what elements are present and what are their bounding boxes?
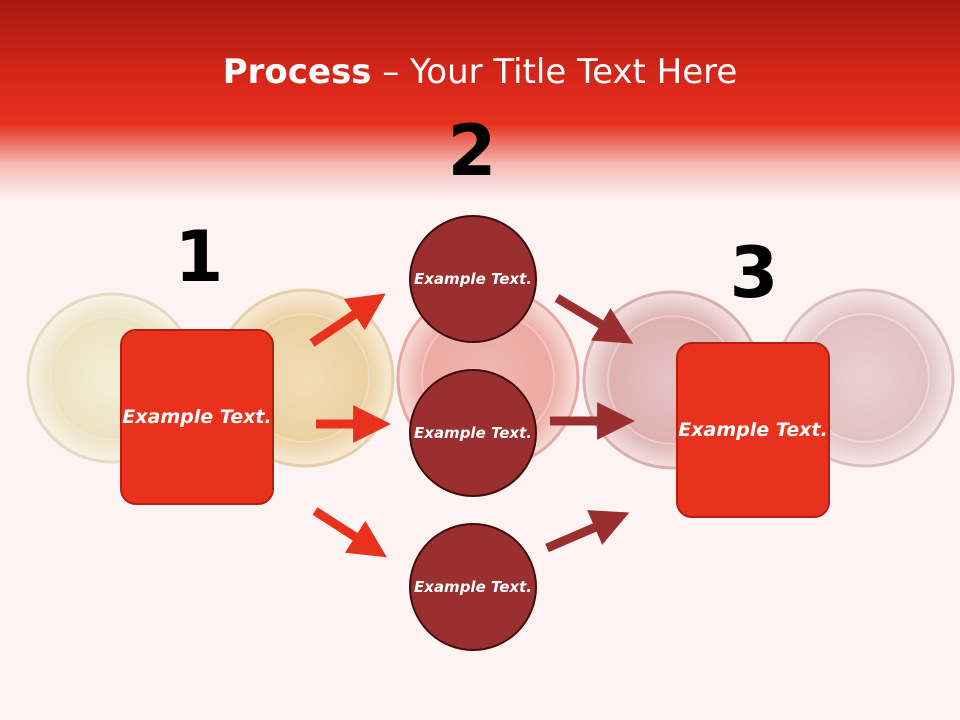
circle-1-text: Example Text. <box>414 269 532 288</box>
arrow-circle-3-to-right <box>545 510 630 553</box>
circle-2: Example Text. <box>409 369 537 497</box>
header-band <box>0 0 960 200</box>
right-box-text: Example Text. <box>678 418 828 441</box>
circle-3-text: Example Text. <box>414 577 532 596</box>
arrow-circle-1-to-right <box>554 294 634 344</box>
circle-3: Example Text. <box>409 523 537 651</box>
slide-title: Process – Your Title Text Here <box>0 52 960 92</box>
step-number-3: 3 <box>729 232 779 314</box>
left-box: Example Text. <box>120 329 274 505</box>
arrow-left-to-circle-3 <box>312 507 387 558</box>
step-number-1: 1 <box>174 216 224 298</box>
right-box: Example Text. <box>676 342 830 518</box>
left-box-text: Example Text. <box>122 405 272 428</box>
title-bold: Process <box>222 52 372 92</box>
step-number-2: 2 <box>447 110 497 192</box>
circle-2-text: Example Text. <box>414 423 532 442</box>
circle-1: Example Text. <box>409 215 537 343</box>
arrow-left-to-circle-1 <box>309 293 386 347</box>
title-rest: – Your Title Text Here <box>371 52 738 92</box>
